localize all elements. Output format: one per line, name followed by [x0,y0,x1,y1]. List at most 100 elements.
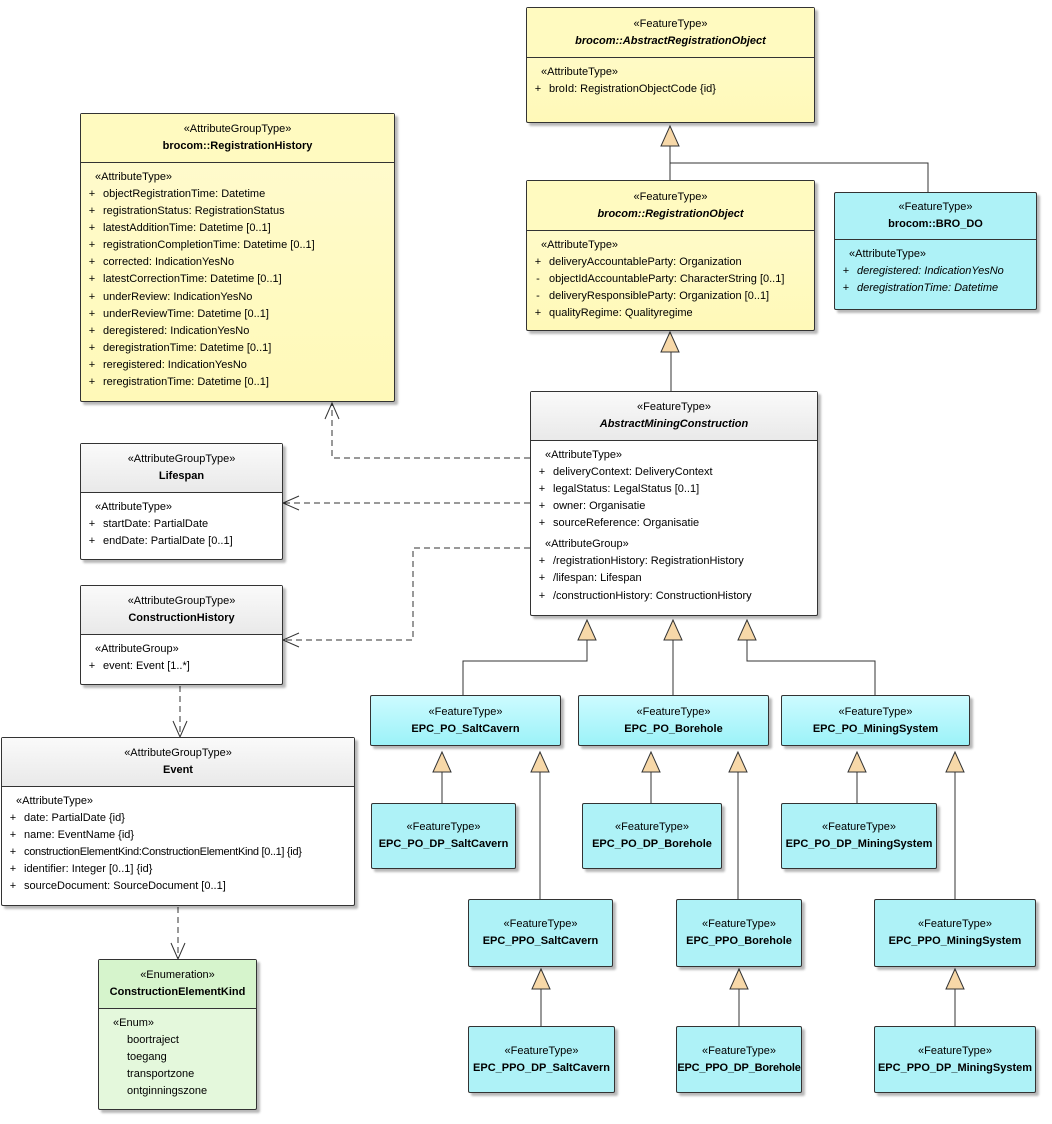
attribute-text: reregistrationTime: Datetime [0..1] [103,376,269,389]
attribute-text: identifier: Integer [0..1] {id} [24,863,153,876]
attribute-text: /constructionHistory: ConstructionHistor… [553,589,752,602]
visibility-marker: + [88,307,96,320]
class-registration-history[interactable]: «AttributeGroupType» brocom::Registratio… [80,113,395,402]
class-stereotype: «FeatureType» [633,17,708,30]
enum-literal: toegang [127,1051,167,1064]
visibility-marker: + [9,829,17,842]
class-epc-ppo-dp-borehole[interactable]: «FeatureType» EPC_PPO_DP_Borehole [676,1026,802,1093]
class-header: «FeatureType» EPC_PPO_MiningSystem [875,900,1035,966]
class-name: AbstractMiningConstruction [599,418,749,430]
literal-compartment: «Enum» boortraject toegang transportzone… [99,1009,256,1100]
section-title: «Enum» [113,1017,154,1029]
attribute-compartment: «AttributeType» +objectRegistrationTime:… [81,163,394,391]
class-header: «FeatureType» EPC_PPO_Borehole [677,900,801,966]
class-header: «AttributeGroupType» Lifespan [81,444,282,493]
class-epc-po-dp-saltcavern[interactable]: «FeatureType» EPC_PO_DP_SaltCavern [371,803,516,869]
visibility-marker: - [536,273,540,286]
class-name: EPC_PPO_DP_MiningSystem [877,1061,1033,1074]
section-title: «AttributeType» [545,449,623,461]
visibility-marker: + [842,282,850,295]
attribute-row: +objectRegistrationTime: Datetime [81,186,394,203]
class-bro-do[interactable]: «FeatureType» brocom::BRO_DO «AttributeT… [834,192,1037,310]
attribute-row: + name: EventName {id} [2,827,354,844]
attribute-text: qualityRegime: Qualityregime [549,307,693,320]
class-header: «Enumeration» ConstructionElementKind [99,960,256,1009]
enum-literal: transportzone [127,1068,195,1081]
visibility-marker: + [9,846,17,859]
attribute-text: reregistered: IndicationYesNo [103,358,247,371]
class-header: «FeatureType» EPC_PPO_DP_SaltCavern [469,1027,614,1092]
visibility-marker: + [534,83,542,95]
generalization-arrowhead [728,750,748,773]
section-title: «AttributeType» [849,248,927,260]
attribute-text: deregistrationTime: Datetime [857,282,999,295]
class-epc-po-miningsystem[interactable]: «FeatureType» EPC_PO_MiningSystem [781,695,970,746]
visibility-marker: + [538,555,546,568]
attribute-text: deregistered: IndicationYesNo [857,265,1004,277]
class-epc-ppo-miningsystem[interactable]: «FeatureType» EPC_PPO_MiningSystem [874,899,1036,967]
attribute-text: deregistrationTime: Datetime [0..1] [103,341,272,354]
attribute-text: sourceReference: Organisatie [553,517,700,530]
attribute-row: +/registrationHistory: RegistrationHisto… [531,553,817,570]
class-stereotype: «AttributeGroupType» [127,453,236,465]
class-name: EPC_PO_Borehole [624,722,723,735]
section-title: «AttributeType» [95,171,173,183]
class-epc-po-dp-borehole[interactable]: «FeatureType» EPC_PO_DP_Borehole [582,803,722,869]
class-stereotype: «FeatureType» [702,1044,776,1057]
attribute-text: date: PartialDate {id} [24,812,125,824]
class-epc-ppo-dp-saltcavern[interactable]: «FeatureType» EPC_PPO_DP_SaltCavern [468,1026,615,1093]
class-name: EPC_PO_DP_MiningSystem [785,838,933,850]
section-title: «AttributeGroup» [545,538,629,551]
visibility-marker: + [538,517,546,530]
generalization-arrowhead [737,618,757,641]
class-event[interactable]: «AttributeGroupType» Event «AttributeTyp… [1,737,355,906]
class-stereotype: «FeatureType» [822,821,896,833]
class-lifespan[interactable]: «AttributeGroupType» Lifespan «Attribute… [80,443,283,560]
class-header: «FeatureType» EPC_PPO_DP_MiningSystem [875,1027,1035,1092]
class-registration-object[interactable]: «FeatureType» brocom::RegistrationObject… [526,180,815,331]
attribute-row: + qualityRegime: Qualityregime [527,305,814,322]
visibility-marker: + [88,273,96,286]
class-name: brocom::RegistrationHistory [162,140,313,152]
attribute-row: +deregistrationTime: Datetime [0..1] [81,340,394,357]
attribute-row: -deliveryResponsibleParty: Organization … [527,288,814,305]
class-stereotype: «FeatureType» [633,190,708,203]
attribute-compartment: «AttributeType» + broId: RegistrationObje… [527,58,814,98]
class-abstract-mining-construction[interactable]: «FeatureType» AbstractMiningConstruction… [530,391,818,616]
visibility-marker: + [534,307,542,320]
class-stereotype: «FeatureType» [898,201,973,213]
attribute-row: +reregistered: IndicationYesNo [81,357,394,374]
section-title: «AttributeType» [95,501,173,513]
class-header: «FeatureType» EPC_PO_MiningSystem [782,696,969,745]
attribute-row: +deliveryAccountableParty: Organization [527,254,814,271]
class-header: «FeatureType» EPC_PO_DP_SaltCavern [372,804,515,868]
class-abstract-registration-object[interactable]: «FeatureType» brocom::AbstractRegistrati… [526,7,815,123]
attribute-row: +latestAdditionTime: Datetime [0..1] [81,220,394,237]
attribute-row: +deliveryContext: DeliveryContext [531,464,817,481]
visibility-marker: + [88,518,96,530]
class-epc-po-saltcavern[interactable]: «FeatureType» EPC_PO_SaltCavern [370,695,561,746]
class-stereotype: «FeatureType» [702,918,776,930]
generalization-arrowhead [577,618,597,641]
attribute-text: name: EventName {id} [24,829,135,842]
class-stereotype: «FeatureType» [918,918,992,930]
class-epc-ppo-dp-miningsystem[interactable]: «FeatureType» EPC_PPO_DP_MiningSystem [874,1026,1036,1093]
section-title: «AttributeType» [541,66,619,78]
class-construction-element-kind[interactable]: «Enumeration» ConstructionElementKind «E… [98,959,257,1110]
enum-literal: ontginningszone [127,1085,208,1098]
attribute-text: registrationStatus: RegistrationStatus [103,205,285,218]
class-epc-ppo-saltcavern[interactable]: «FeatureType» EPC_PPO_SaltCavern [468,899,613,967]
class-epc-po-dp-miningsystem[interactable]: «FeatureType» EPC_PO_DP_MiningSystem [781,803,937,869]
section-title: «AttributeGroup» [95,643,179,655]
class-construction-history[interactable]: «AttributeGroupType» ConstructionHistory… [80,585,283,685]
class-stereotype: «FeatureType» [636,705,711,718]
visibility-marker: + [538,589,546,602]
class-epc-po-borehole[interactable]: «FeatureType» EPC_PO_Borehole [578,695,769,746]
dependency-construction-history [283,547,530,641]
class-header: «FeatureType» EPC_PO_Borehole [579,696,768,745]
class-stereotype: «FeatureType» [503,918,578,930]
class-epc-ppo-borehole[interactable]: «FeatureType» EPC_PPO_Borehole [676,899,802,967]
enum-literal: boortraject [127,1034,179,1046]
attribute-text: broId: RegistrationObjectCode {id} [549,83,716,95]
attribute-text: deliveryAccountableParty: Organization [549,256,742,268]
